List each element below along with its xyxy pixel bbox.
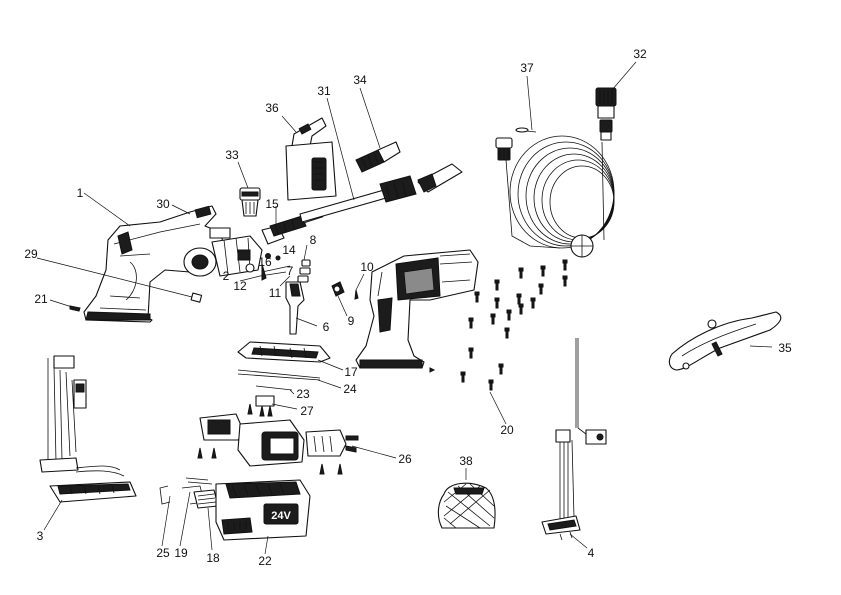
callout-31: 31 [317,84,331,98]
callout-17: 17 [344,365,358,379]
callout-29: 29 [24,247,38,261]
part-10-spray-gun [355,249,479,369]
callout-37: 37 [520,61,534,75]
callout-20: 20 [500,423,514,437]
callout-labels: 1 2 3 4 6 7 8 9 10 11 12 14 15 16 17 18 … [24,47,792,568]
callout-27: 27 [300,404,314,418]
part-29-pin [190,292,203,303]
callout-18: 18 [206,551,220,565]
callout-12: 12 [233,279,247,293]
part-8-spring-stack [297,259,311,283]
part-17-cover-plate [237,341,331,363]
callout-1: 1 [77,186,84,200]
part-27-bracket [247,395,275,417]
part-26-controller-assembly [197,413,359,475]
callout-35: 35 [778,341,792,355]
callout-11: 11 [269,286,282,300]
callout-15: 15 [265,197,279,211]
callout-34: 34 [353,73,367,87]
leader-lines [36,61,773,555]
callout-26: 26 [398,452,412,466]
callout-8: 8 [310,233,317,247]
callout-23: 23 [296,387,310,401]
part-35-shoulder-strap [668,311,782,371]
callout-16: 16 [258,255,272,269]
callout-6: 6 [323,320,330,334]
callout-30: 30 [156,197,170,211]
part-36-detergent-bottle [285,117,337,201]
callout-22: 22 [258,554,272,568]
part-6-trigger [285,281,305,335]
part-20-screw-set [460,259,568,391]
callout-10: 10 [360,260,374,274]
hose-connector-left [495,137,513,161]
callout-4: 4 [588,546,595,560]
screws-set-left [354,289,436,373]
callout-14: 14 [282,243,296,257]
part-38-mesh-bag [437,482,496,529]
part-23-rod [255,385,293,391]
callout-32: 32 [633,47,647,61]
callout-36: 36 [265,101,279,115]
callout-21: 21 [34,292,48,306]
callout-3: 3 [37,529,44,543]
part-3-wiring-harness [39,355,137,503]
part-18-latch [193,489,219,509]
part-9-button [331,281,345,297]
left-housing-half [83,205,227,323]
callout-19: 19 [174,546,188,560]
callout-9: 9 [348,314,355,328]
battery-voltage-marking: 24V [271,510,291,522]
part-33-connector [239,187,261,217]
part-4-switch-probe [541,338,607,541]
callout-24: 24 [343,382,357,396]
callout-38: 38 [459,454,473,468]
callout-7: 7 [287,264,294,278]
callout-2: 2 [223,269,230,283]
part-24-rod [237,369,321,381]
part-22-battery-pack: 24V [215,479,311,541]
part-37-hose [505,127,615,258]
part-32-hose-connector [595,87,617,141]
part-34-nozzle [355,141,401,173]
callout-33: 33 [225,148,239,162]
callout-25: 25 [156,546,170,560]
part-21-screw [69,305,81,312]
part-31-lance [299,163,463,223]
